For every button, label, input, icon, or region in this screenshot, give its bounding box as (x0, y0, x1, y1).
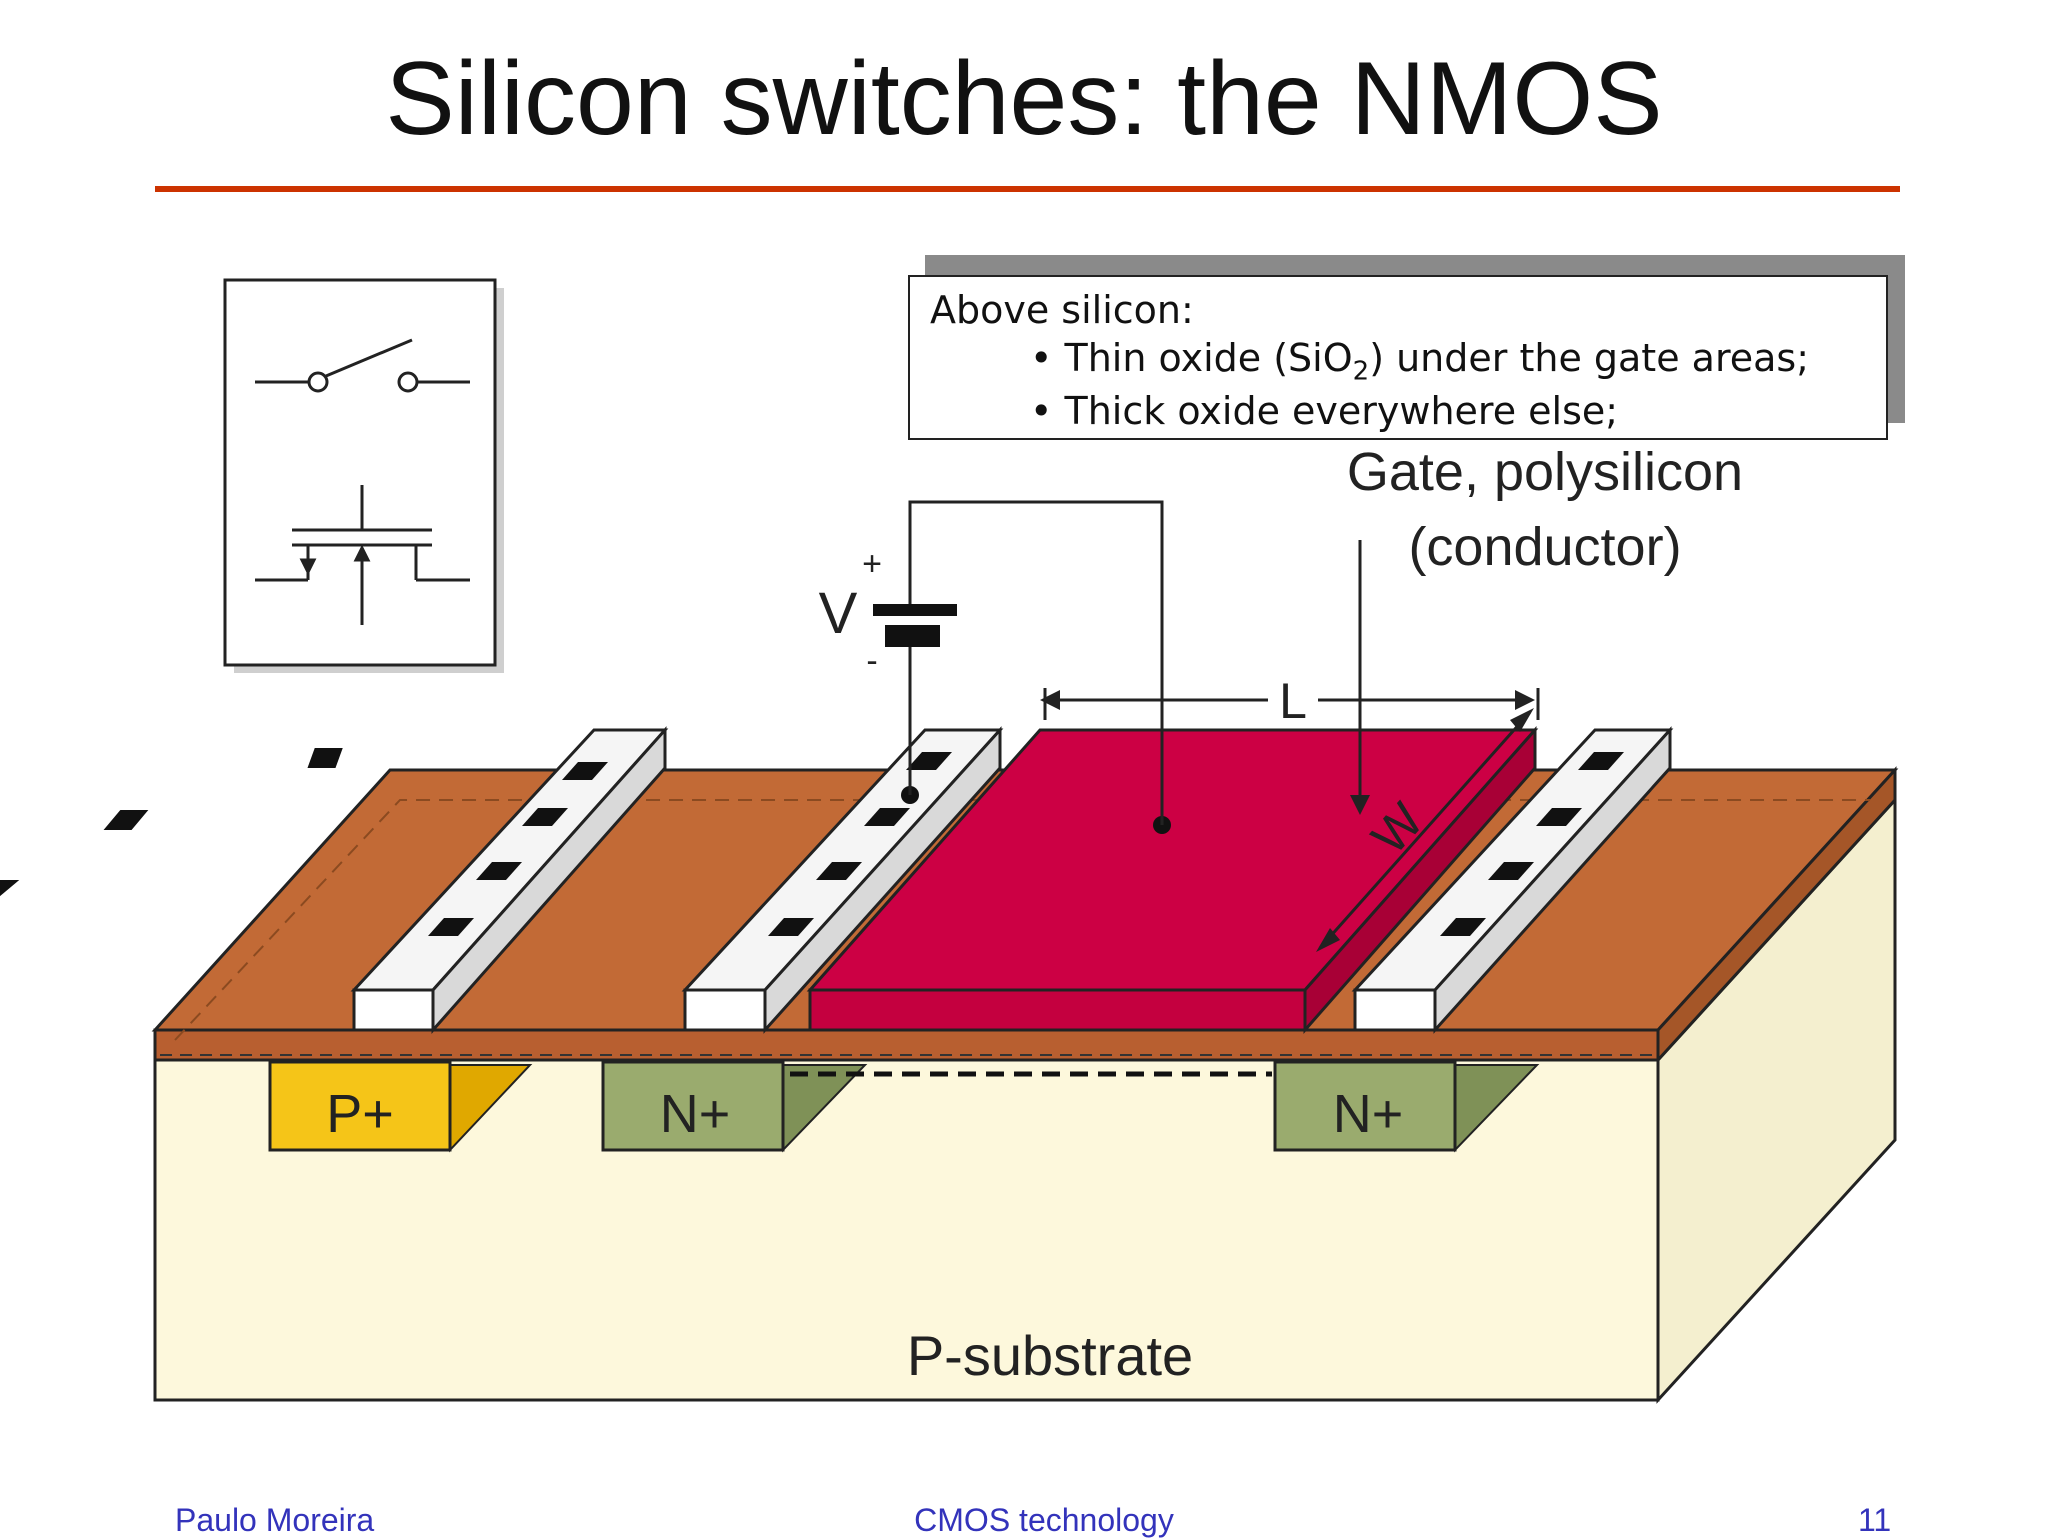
symbol-box (223, 278, 497, 667)
contact-hole (906, 752, 952, 770)
switch-symbol-icon (255, 338, 470, 393)
contact-strip-1-front (352, 988, 435, 1032)
contact-hole (768, 918, 814, 936)
length-label-background (1268, 675, 1318, 725)
callout-heading: Above silicon: (930, 288, 1194, 332)
footer-topic: CMOS technology (914, 1502, 1174, 1538)
oxide-dashed-outline (174, 799, 1870, 1041)
p-plus-label: P+ (326, 1084, 394, 1144)
contact-hole (103, 810, 149, 830)
length-arrow-left (1040, 690, 1060, 710)
length-label: L (1279, 673, 1307, 729)
page-number: 11 (1858, 1502, 1892, 1538)
contact-hole (428, 918, 474, 936)
contact-hole (476, 862, 522, 880)
n-plus-right-label: N+ (1333, 1084, 1404, 1144)
n-plus-left-label: N+ (660, 1084, 731, 1144)
contact-strip-3-front (1353, 988, 1437, 1032)
callout-bullet-list: Thin oxide (SiO2) under the gate areas; … (930, 335, 1866, 436)
p-plus-well (268, 1060, 452, 1152)
contact-hole (562, 762, 608, 780)
slide-title: Silicon switches: the NMOS (385, 41, 1663, 157)
width-arrow-bottom (1316, 928, 1340, 952)
nmos-transistor-symbol-icon (255, 485, 470, 625)
gate-pointer-arrow (1350, 795, 1370, 815)
contact-hole (1440, 918, 1486, 936)
contact-hole (307, 748, 343, 768)
voltage-label: V (819, 581, 858, 646)
substrate-label: P-substrate (907, 1324, 1193, 1387)
contact-hole (1536, 808, 1582, 826)
width-arrow-top (1510, 708, 1534, 732)
n-plus-right-well (1273, 1060, 1457, 1152)
gate-label-line1: Gate, polysilicon (1347, 442, 1743, 502)
contact-hole (1488, 862, 1534, 880)
callout-bullet-thick-oxide: Thick oxide everywhere else; (1030, 388, 1866, 436)
polysilicon-gate-front (808, 988, 1307, 1032)
battery-minus-label: - (866, 642, 877, 680)
battery-icon (873, 604, 957, 647)
oxide-callout: Above silicon: Thin oxide (SiO2) under t… (908, 275, 1888, 440)
contact-hole (0, 880, 20, 900)
width-dimension-line (1318, 711, 1532, 949)
callout-bullet-thin-oxide: Thin oxide (SiO2) under the gate areas; (1030, 335, 1866, 388)
contact-hole (1578, 752, 1624, 770)
title-divider (155, 186, 1900, 192)
footer-author: Paulo Moreira (175, 1502, 375, 1538)
contact-hole (864, 808, 910, 826)
length-arrow-right (1515, 690, 1535, 710)
contact-hole (522, 808, 568, 826)
gate-wire (908, 500, 1164, 825)
battery-plus-label: + (862, 545, 882, 583)
contact-hole (816, 862, 862, 880)
gate-label-line2: (conductor) (1408, 517, 1681, 577)
n-plus-left-well (601, 1060, 785, 1152)
contact-strip-2-front (683, 988, 767, 1032)
